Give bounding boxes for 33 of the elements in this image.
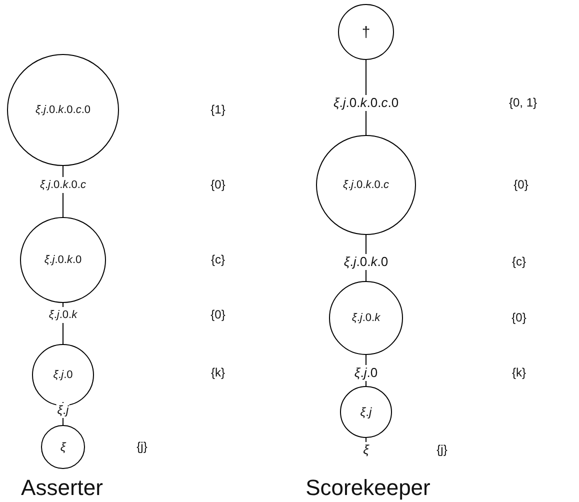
set-label: {0} [210, 178, 226, 192]
set-label: {k} [512, 366, 526, 380]
state-circle: ξ.j.0.k.0 [20, 217, 106, 303]
state-circle: ξ.j [340, 386, 392, 438]
connector-line [62, 418, 64, 426]
connector-line [62, 166, 64, 178]
set-label: {0} [514, 178, 528, 192]
set-label: {0, 1} [508, 96, 538, 110]
set-label: {j} [136, 440, 148, 454]
state-label: ξ.j.0 [353, 366, 379, 380]
state-circle: ξ.j.0.k.0.c [316, 135, 416, 235]
state-circle: † [338, 4, 394, 60]
set-label: {0} [512, 311, 526, 325]
state-circle: ξ.j.0.k [329, 281, 403, 355]
set-label: {0} [210, 308, 226, 322]
set-label: {j} [436, 443, 448, 457]
state-label: ξ [362, 443, 370, 457]
state-label: ξ.j.0.k.0.c [39, 178, 87, 192]
connector-line [62, 322, 64, 344]
state-label: ξ.j.0.k.0 [342, 255, 390, 269]
connector-line [62, 302, 64, 308]
connector-line [62, 192, 64, 218]
column-title: Asserter [21, 476, 103, 500]
state-label: ξ.j.0.k [48, 308, 78, 322]
state-circle: ξ.j.0.k.0.c.0 [7, 54, 119, 166]
set-label: {c} [512, 255, 526, 269]
set-label: {c} [211, 253, 225, 267]
state-label: ξ.j [56, 403, 70, 417]
state-label: ξ.j.0.k.0.c.0 [332, 96, 400, 110]
set-label: {1} [210, 103, 226, 117]
state-circle: ξ [41, 425, 85, 469]
column-title: Scorekeeper [306, 476, 430, 500]
set-label: {k} [211, 366, 225, 380]
